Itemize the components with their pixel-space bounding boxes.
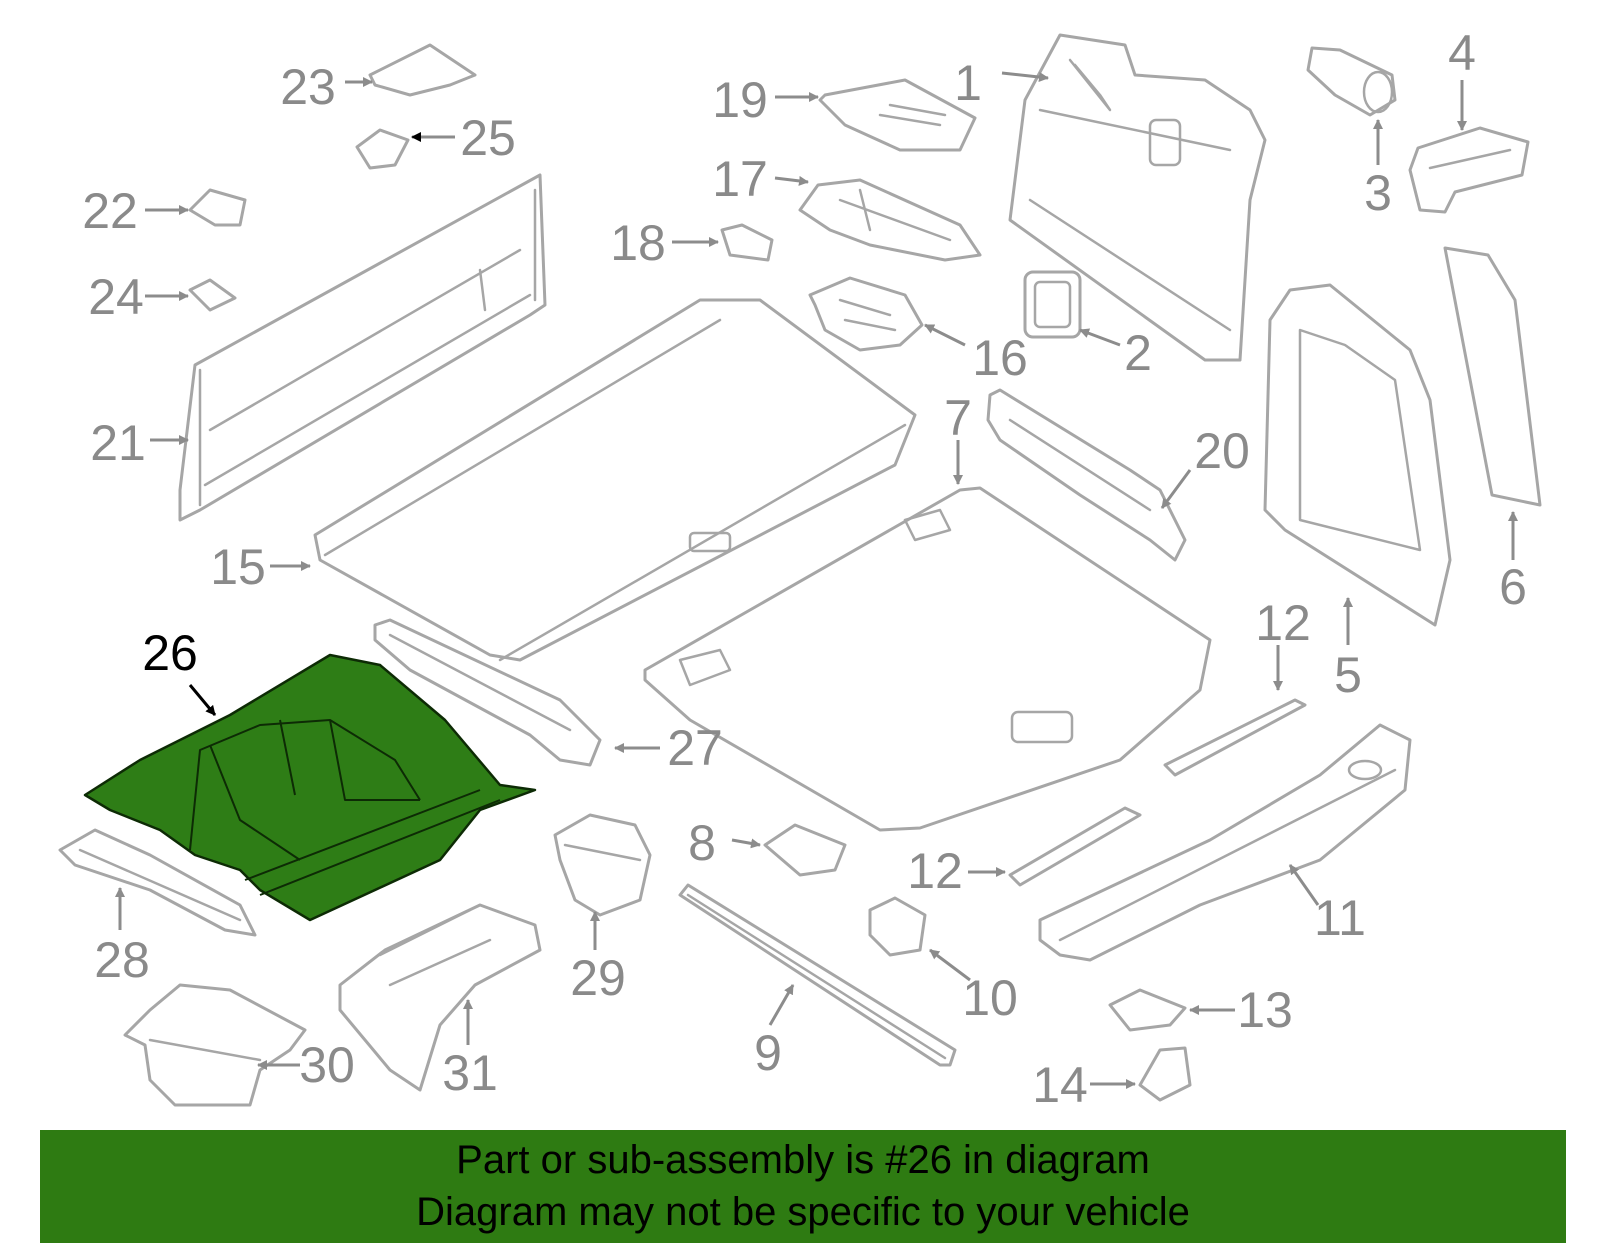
callout-20: 20 (1194, 423, 1250, 479)
callout-arrows (115, 71, 1518, 1089)
callout-19: 19 (712, 72, 768, 128)
part-14-tie-down (1138, 1046, 1192, 1102)
callout-24: 24 (88, 269, 144, 325)
callout-30: 30 (299, 1037, 355, 1093)
part-4-handle (1408, 126, 1530, 214)
callout-21: 21 (90, 415, 146, 471)
part-20-rail (986, 388, 1187, 562)
callout-31: 31 (442, 1045, 498, 1101)
callout-1: 1 (954, 55, 982, 111)
part-10-latch (868, 896, 927, 957)
part-30-storage-bin (123, 983, 307, 1107)
callout-26-highlighted: 26 (142, 625, 198, 681)
part-19-tray (818, 78, 977, 152)
callout-15: 15 (210, 539, 266, 595)
part-18-clip (720, 223, 774, 262)
part-2-bracket (1023, 270, 1082, 339)
callout-5: 5 (1334, 647, 1362, 703)
part-15-cargo-cover (313, 298, 917, 662)
part-3-socket (1306, 46, 1397, 117)
part-21-partition-net (178, 173, 547, 522)
part-26-storage-tray-highlighted (83, 653, 537, 922)
callout-25: 25 (460, 110, 516, 166)
info-banner: Part or sub-assembly is #26 in diagram D… (40, 1130, 1566, 1243)
part-25-clip (355, 128, 410, 170)
part-9-rail (678, 883, 957, 1067)
part-29-storage-bin (553, 813, 652, 917)
callout-11: 11 (1314, 890, 1366, 946)
callout-18: 18 (610, 215, 666, 271)
callout-14: 14 (1032, 1057, 1088, 1113)
part-13-clip (1108, 988, 1187, 1032)
callout-4: 4 (1448, 25, 1476, 81)
callout-8: 8 (688, 815, 716, 871)
callout-23: 23 (280, 59, 336, 115)
part-8-clip (763, 823, 847, 877)
part-16-bracket (808, 276, 924, 352)
callout-27: 27 (667, 720, 723, 776)
part-11-sill-plate (1038, 723, 1412, 962)
part-12-strip-lower (1008, 806, 1142, 887)
part-17-bracket (798, 178, 982, 262)
callout-6: 6 (1499, 559, 1527, 615)
part-5-trim-frame (1263, 283, 1452, 627)
part-28-rail (58, 828, 257, 937)
callout-29: 29 (570, 950, 626, 1006)
banner-line-2: Diagram may not be specific to your vehi… (416, 1190, 1190, 1234)
part-6-panel-strip (1443, 246, 1542, 507)
part-7-cargo-floor (643, 486, 1212, 832)
banner-line-1: Part or sub-assembly is #26 in diagram (456, 1138, 1150, 1182)
callout-12-upper: 12 (1255, 595, 1311, 651)
part-12-strip-upper (1163, 698, 1307, 777)
callout-16: 16 (972, 330, 1028, 386)
callout-2: 2 (1124, 325, 1152, 381)
callout-28: 28 (94, 932, 150, 988)
part-24-clip (188, 278, 237, 312)
callout-10: 10 (962, 970, 1018, 1026)
part-27-rail (373, 618, 602, 767)
callout-7: 7 (944, 390, 972, 446)
callout-22: 22 (82, 183, 138, 239)
part-23-plate (368, 43, 477, 97)
callout-labels: 1 2 3 4 5 6 7 8 9 10 11 12 12 13 14 15 1… (82, 25, 1527, 1113)
callout-3: 3 (1364, 165, 1392, 221)
part-31-storage-box (338, 903, 542, 1092)
callout-9: 9 (754, 1025, 782, 1081)
callout-12-lower: 12 (907, 843, 963, 899)
callout-17: 17 (712, 151, 768, 207)
callout-13: 13 (1237, 982, 1293, 1038)
part-22-bracket (188, 188, 247, 227)
part-1-side-trim-panel (1008, 33, 1267, 362)
